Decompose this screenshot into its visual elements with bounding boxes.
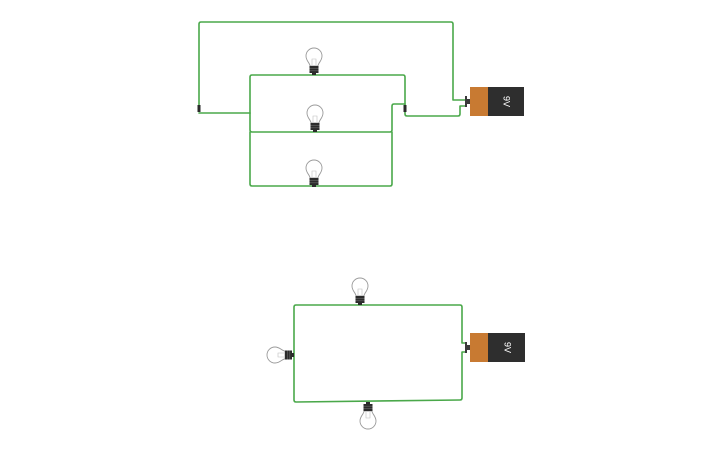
- wire-branch-top[interactable]: [249, 74, 406, 114]
- bulb-top[interactable]: [351, 277, 369, 306]
- wire-end-left: [197, 105, 201, 112]
- bulb-left[interactable]: [266, 346, 295, 364]
- bulb-bottom[interactable]: [305, 159, 323, 188]
- parallel-circuit: 9V: [197, 21, 524, 188]
- bulb-top[interactable]: [305, 47, 323, 76]
- wire-right-feed[interactable]: [404, 105, 467, 117]
- wire-branch-bottom[interactable]: [249, 131, 393, 187]
- wire-branch-middle[interactable]: [249, 103, 406, 133]
- battery-9v[interactable]: 9V: [465, 333, 525, 362]
- bulb-bottom[interactable]: [359, 401, 377, 430]
- series-circuit: 9V: [266, 277, 525, 430]
- battery-label: 9V: [502, 96, 512, 107]
- battery-label: 9V: [503, 342, 513, 353]
- battery-9v[interactable]: 9V: [465, 87, 524, 116]
- wire-end-right: [403, 105, 407, 112]
- wire-series-loop[interactable]: [293, 304, 467, 403]
- wire-outer-loop[interactable]: [198, 21, 467, 112]
- bulb-middle[interactable]: [306, 104, 324, 133]
